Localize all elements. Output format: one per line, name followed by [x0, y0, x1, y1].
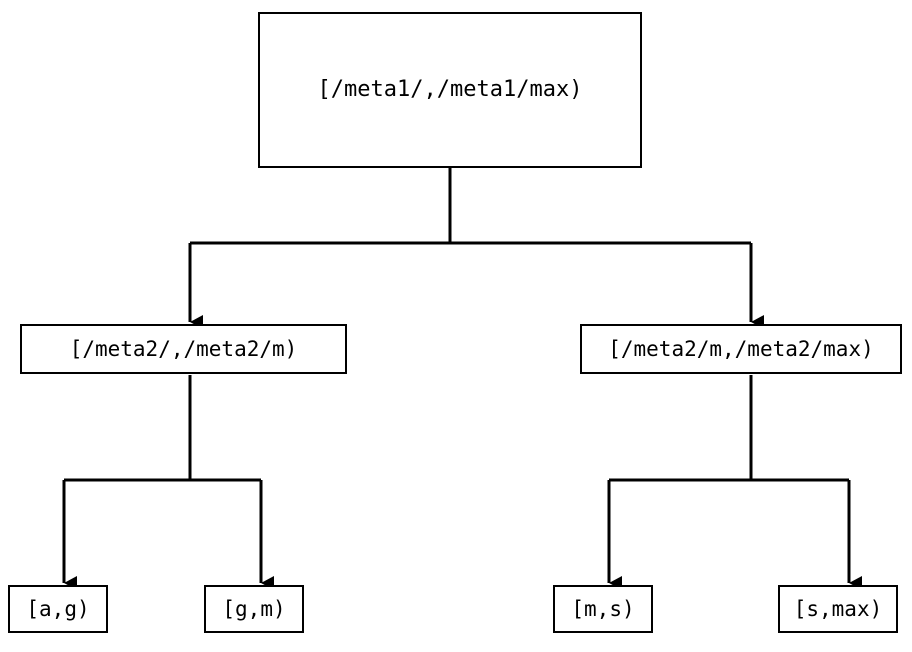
tree-node-level2-right-label: [/meta2/m,/meta2/max) — [608, 336, 874, 361]
tree-node-level2-left-label: [/meta2/,/meta2/m) — [69, 336, 298, 361]
tree-node-leaf-1[interactable]: [a,g) — [8, 585, 108, 633]
tree-node-root-label: [/meta1/,/meta1/max) — [317, 77, 583, 102]
tree-node-leaf-4-label: [s,max) — [793, 596, 883, 621]
tree-node-leaf-2-label: [g,m) — [222, 596, 286, 621]
tree-node-root[interactable]: [/meta1/,/meta1/max) — [258, 12, 642, 168]
tree-node-leaf-1-label: [a,g) — [26, 596, 90, 621]
tree-node-level2-right[interactable]: [/meta2/m,/meta2/max) — [580, 324, 902, 374]
tree-node-leaf-3-label: [m,s) — [571, 596, 635, 621]
tree-node-level2-left[interactable]: [/meta2/,/meta2/m) — [20, 324, 347, 374]
tree-node-leaf-2[interactable]: [g,m) — [204, 585, 304, 633]
tree-node-leaf-4[interactable]: [s,max) — [778, 585, 898, 633]
tree-node-leaf-3[interactable]: [m,s) — [553, 585, 653, 633]
